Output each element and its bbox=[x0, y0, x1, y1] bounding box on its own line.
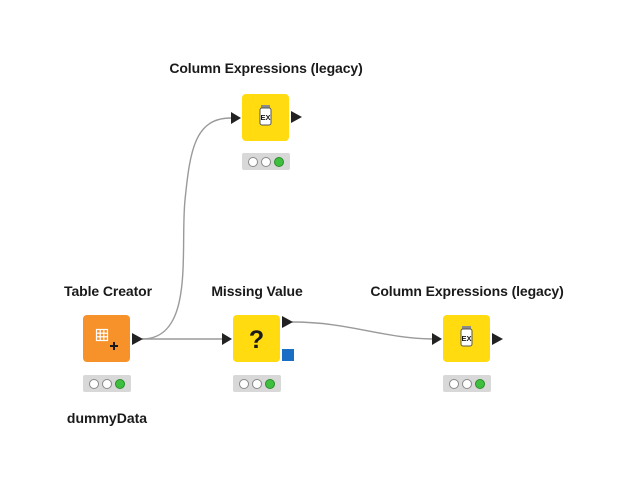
status-lights-column-expressions-right bbox=[443, 375, 491, 392]
node-column-expressions-top[interactable]: EX bbox=[242, 94, 289, 141]
table-plus-icon bbox=[95, 328, 118, 350]
input-port-column-expressions-right[interactable] bbox=[432, 333, 442, 345]
input-port-missing-value[interactable] bbox=[222, 333, 232, 345]
node-title-column-expressions-top[interactable]: Column Expressions (legacy) bbox=[169, 60, 363, 76]
node-annotation-table-creator[interactable]: dummyData bbox=[66, 410, 148, 426]
status-light-green bbox=[265, 378, 275, 389]
status-light-yellow bbox=[261, 156, 271, 167]
question-mark-icon: ? bbox=[249, 326, 264, 354]
svg-text:?: ? bbox=[249, 326, 264, 354]
node-missing-value[interactable]: ? bbox=[233, 315, 280, 362]
status-light-red bbox=[449, 378, 459, 389]
status-lights-missing-value bbox=[233, 375, 281, 392]
connection-table-creator-to-column-expressions-top[interactable] bbox=[141, 117, 232, 340]
expression-icon: EX bbox=[460, 326, 473, 347]
node-table-creator[interactable] bbox=[83, 315, 130, 362]
svg-text:EX: EX bbox=[461, 334, 471, 343]
status-light-yellow bbox=[102, 378, 112, 389]
node-title-column-expressions-right[interactable]: Column Expressions (legacy) bbox=[370, 283, 564, 299]
svg-text:EX: EX bbox=[260, 113, 270, 122]
node-column-expressions-right[interactable]: EX bbox=[443, 315, 490, 362]
status-light-yellow bbox=[462, 378, 472, 389]
expression-icon: EX bbox=[259, 105, 272, 126]
output-port-column-expressions-top[interactable] bbox=[291, 111, 302, 123]
node-title-missing-value[interactable]: Missing Value bbox=[211, 283, 303, 299]
status-light-red bbox=[89, 378, 99, 389]
status-lights-column-expressions-top bbox=[242, 153, 290, 170]
output-port-table-creator[interactable] bbox=[132, 333, 143, 345]
status-light-red bbox=[248, 156, 258, 167]
output-port-missing-value-model[interactable] bbox=[282, 349, 294, 361]
input-port-column-expressions-top[interactable] bbox=[231, 112, 241, 124]
status-light-green bbox=[274, 156, 284, 167]
node-title-table-creator[interactable]: Table Creator bbox=[64, 283, 152, 299]
connection-missing-value-to-column-expressions-right[interactable] bbox=[291, 321, 433, 340]
status-light-red bbox=[239, 378, 249, 389]
status-light-green bbox=[115, 378, 125, 389]
status-light-yellow bbox=[252, 378, 262, 389]
status-lights-table-creator bbox=[83, 375, 131, 392]
output-port-missing-value-table[interactable] bbox=[282, 316, 293, 328]
output-port-column-expressions-right[interactable] bbox=[492, 333, 503, 345]
status-light-green bbox=[475, 378, 485, 389]
